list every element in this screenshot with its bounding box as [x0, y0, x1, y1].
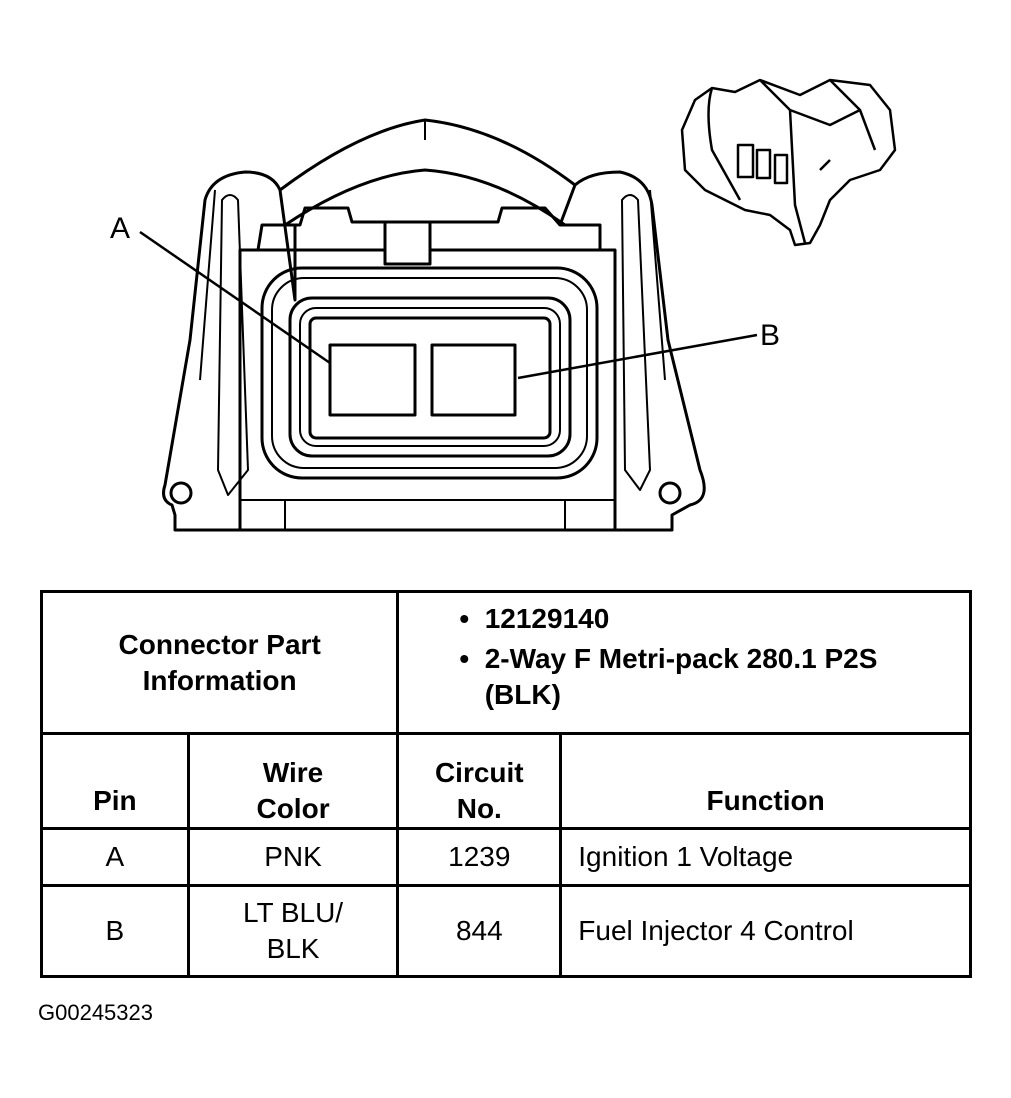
cavity-b: [430, 343, 517, 417]
header-pin: Pin: [40, 732, 190, 830]
pin-label-b: B: [760, 319, 780, 352]
pin-cell: A: [40, 827, 190, 887]
connector-face-view: [139, 118, 758, 532]
pin-label-a: A: [110, 212, 130, 245]
leader-line-b: [517, 333, 758, 380]
leader-line-a: [139, 230, 331, 365]
connector-info-table: Connector Part Information • 12129140 • …: [39, 590, 972, 978]
function-cell: Fuel Injector 4 Control: [559, 884, 972, 978]
function-cell: Ignition 1 Voltage: [559, 827, 972, 887]
circuit-cell: 1239: [396, 827, 563, 887]
table-row: B LT BLU/ BLK 844 Fuel Injector 4 Contro…: [40, 884, 972, 978]
header-wire-color: Wire Color: [186, 732, 400, 830]
part-description: • 2-Way F Metri-pack 280.1 P2S (BLK): [459, 643, 878, 710]
figure-code: G00245323: [38, 1000, 153, 1025]
header-circuit: Circuit No.: [396, 732, 563, 830]
connector-diagram: A B: [110, 78, 897, 532]
pin-cell: B: [40, 884, 190, 978]
table-row: A PNK 1239 Ignition 1 Voltage: [40, 827, 972, 887]
wire-color-cell: LT BLU/ BLK: [186, 884, 400, 978]
connector-3d-view: [680, 78, 897, 247]
cavity-a: [328, 343, 417, 417]
part-info-label: Connector Part Information: [39, 590, 400, 735]
circuit-cell: 844: [396, 884, 563, 978]
wire-color-cell: PNK: [186, 827, 400, 887]
part-info-values: • 12129140 • 2-Way F Metri-pack 280.1 P2…: [396, 590, 972, 735]
part-number: • 12129140: [459, 603, 610, 634]
header-function: Function: [559, 732, 972, 830]
